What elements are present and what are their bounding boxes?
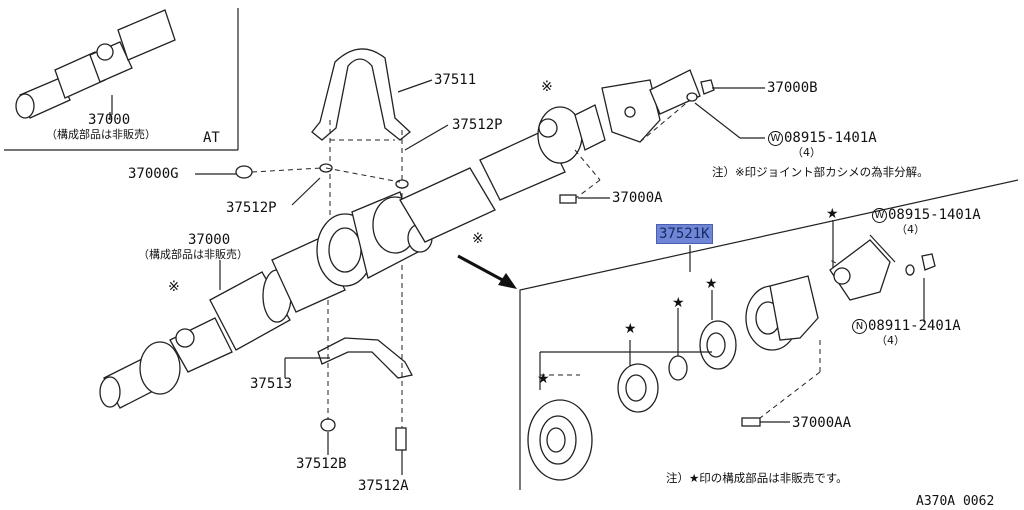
kome-mark-icon: ※ <box>541 79 553 95</box>
star-mark-icon: ★ <box>624 321 637 337</box>
qty-08911: （4） <box>876 334 905 347</box>
part-label-37511[interactable]: 37511 <box>434 72 477 88</box>
main-not-sold-note: （構成部品は非販売） <box>138 248 248 261</box>
detail-parts-drawing <box>527 239 891 481</box>
kome-mark-icon: ※ <box>168 279 180 295</box>
part-label-37000AA[interactable]: 37000AA <box>792 415 852 431</box>
part-label-37512A[interactable]: 37512A <box>358 478 409 494</box>
part-label-37512P-left[interactable]: 37512P <box>226 200 277 216</box>
star-mark-icon: ★ <box>826 206 839 222</box>
inset-not-sold-note: （構成部品は非販売） <box>46 128 156 141</box>
part-label-37521K-highlighted[interactable]: 37521K <box>656 224 713 244</box>
part-label-37513[interactable]: 37513 <box>250 376 293 392</box>
part-label-37512B[interactable]: 37512B <box>296 456 347 472</box>
inset-shaft-drawing <box>15 9 176 119</box>
part-label-37000B[interactable]: 37000B <box>767 80 818 96</box>
star-mark-icon: ★ <box>537 371 550 387</box>
bracket-37511-drawing <box>311 48 411 300</box>
washer-w-icon: W <box>768 131 783 146</box>
part-label-37000G[interactable]: 37000G <box>128 166 179 182</box>
star-mark-icon: ★ <box>705 276 718 292</box>
note-joint-non-disassembly: 注）※印ジョイント部カシメの為非分解。 <box>712 165 929 179</box>
note-star-not-sold: 注）★印の構成部品は非販売です。 <box>666 471 848 485</box>
diagram-reference-code: A370A 0062 <box>916 494 995 509</box>
qty-08915-top: （4） <box>792 146 821 159</box>
qty-08915-right: （4） <box>896 223 925 236</box>
at-label: AT <box>203 130 220 146</box>
star-mark-icon: ★ <box>672 295 685 311</box>
washer-w-icon: W <box>872 208 887 223</box>
part-label-37000-inset[interactable]: 37000 <box>88 112 131 128</box>
dashed-guides <box>251 99 861 419</box>
part-label-37000-main[interactable]: 37000 <box>188 232 231 248</box>
detail-panel-border <box>519 179 1019 490</box>
main-shaft-drawing <box>99 69 701 409</box>
direction-arrow <box>457 254 517 289</box>
part-label-37512P-top[interactable]: 37512P <box>452 117 503 133</box>
leader-lines <box>109 79 925 475</box>
nut-n-icon: N <box>852 319 867 334</box>
bracket-37513-drawing <box>317 300 413 428</box>
inset-frame <box>4 8 239 151</box>
part-label-37000A[interactable]: 37000A <box>612 190 663 206</box>
kome-mark-icon: ※ <box>472 231 484 247</box>
